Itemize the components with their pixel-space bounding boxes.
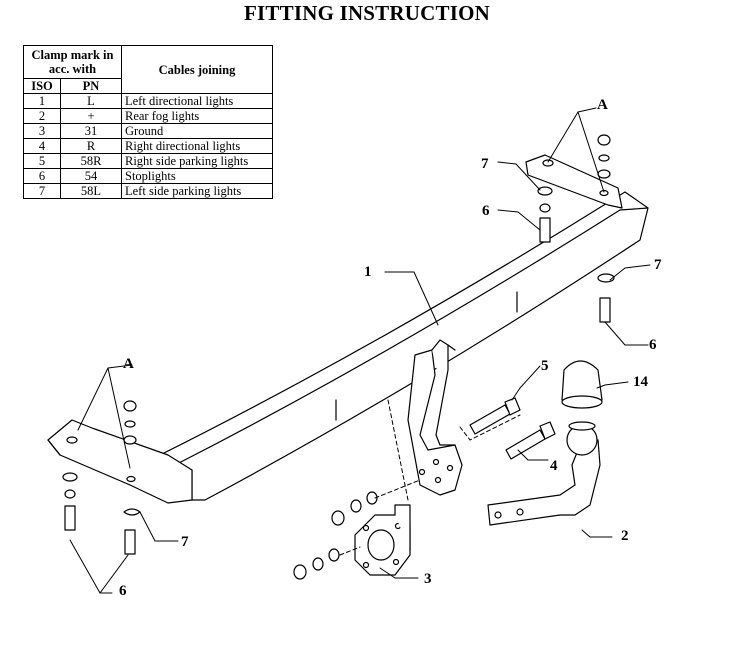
table-row: 6 54 Stoplights — [23, 168, 273, 184]
label-3: 3 — [424, 571, 432, 587]
label-7-bottom: 7 — [181, 534, 189, 550]
tow-ball-neck — [487, 421, 601, 526]
table-cell-desc: Right side parking lights — [121, 153, 273, 169]
table-cell-desc: Stoplights — [121, 168, 273, 184]
table-cell-iso: 7 — [23, 183, 61, 199]
label-4: 4 — [550, 458, 558, 474]
cable-joining-table: Clamp mark in acc. with Cables joining I… — [23, 45, 273, 199]
label-2: 2 — [621, 528, 629, 544]
socket-plate — [354, 504, 411, 576]
mounting-bolts — [469, 397, 556, 460]
label-6-bottom: 6 — [119, 583, 127, 599]
table-cell-pn: 31 — [60, 123, 122, 139]
left-bracket-fasteners — [62, 400, 141, 555]
label-7-right: 7 — [654, 257, 662, 273]
label-6-right: 6 — [649, 337, 657, 353]
right-mounting-bracket — [525, 154, 623, 209]
cables-joining-header: Cables joining — [121, 45, 273, 94]
table-cell-pn: 58L — [60, 183, 122, 199]
table-cell-pn: 54 — [60, 168, 122, 184]
table-row: 4 R Right directional lights — [23, 138, 273, 154]
drop-bracket — [407, 339, 463, 496]
page-title: FITTING INSTRUCTION — [244, 1, 490, 25]
right-bracket-fasteners — [537, 134, 615, 323]
label-a-left: A — [123, 356, 134, 372]
table-cell-desc: Right directional lights — [121, 138, 273, 154]
table-cell-desc: Ground — [121, 123, 273, 139]
table-row: 7 58L Left side parking lights — [23, 183, 273, 199]
table-row: 3 31 Ground — [23, 123, 273, 139]
label-7-top: 7 — [481, 156, 489, 172]
socket-plate-fasteners — [293, 491, 378, 580]
assembly-dashed-lines — [339, 399, 521, 556]
label-a-right: A — [597, 97, 608, 113]
left-mounting-bracket — [47, 419, 193, 504]
pn-header: PN — [60, 78, 122, 94]
leader-lines — [69, 107, 651, 594]
table-cell-desc: Left side parking lights — [121, 183, 273, 199]
table-header-row: Clamp mark in acc. with Cables joining — [23, 45, 273, 94]
label-5: 5 — [541, 358, 549, 374]
crossbeam — [159, 191, 649, 501]
label-1: 1 — [364, 264, 372, 280]
clamp-mark-header: Clamp mark in acc. with — [23, 45, 122, 79]
label-14: 14 — [633, 374, 648, 390]
ball-cover-cap — [561, 360, 603, 409]
label-6-top: 6 — [482, 203, 490, 219]
